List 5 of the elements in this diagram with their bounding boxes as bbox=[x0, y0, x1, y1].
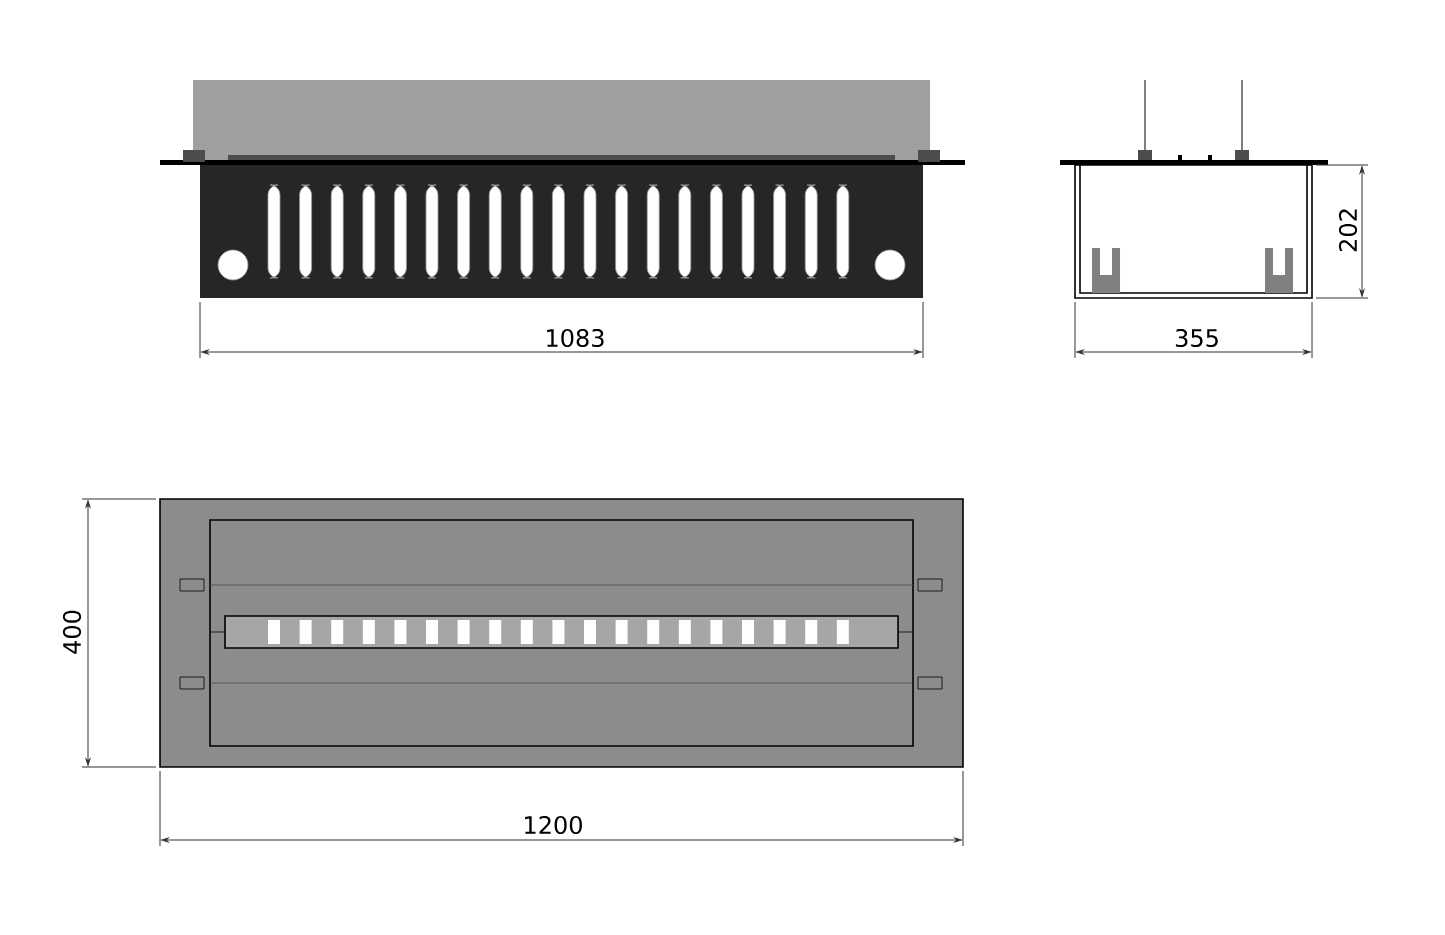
dimension-label: 400 bbox=[62, 610, 82, 654]
dimension-label: 355 bbox=[1175, 328, 1218, 348]
dimension-label: 1200 bbox=[525, 815, 582, 835]
dimension-label: 202 bbox=[1338, 209, 1358, 252]
dimension-label: 1083 bbox=[547, 328, 604, 348]
